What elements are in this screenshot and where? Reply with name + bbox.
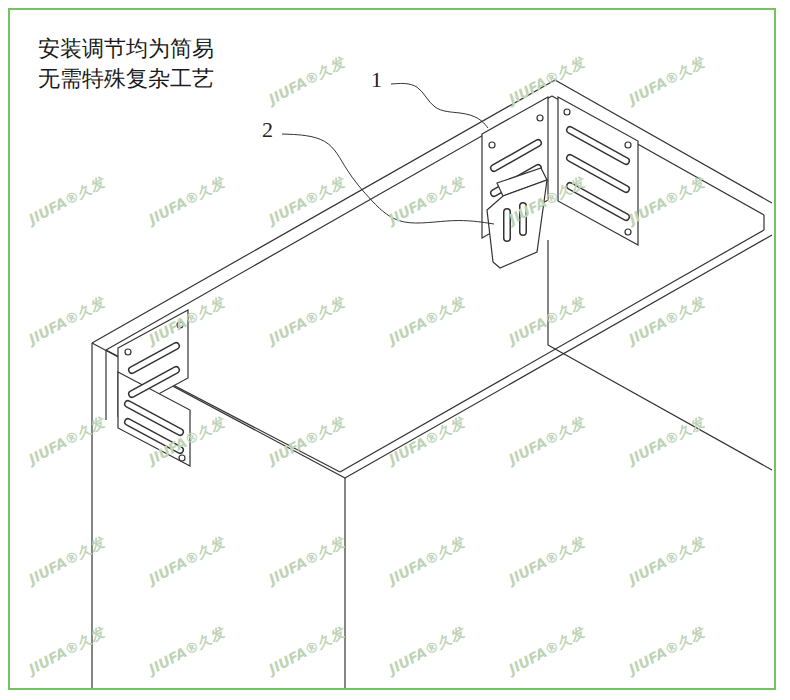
callout-number: 2: [262, 118, 273, 142]
watermark: JIUFA®久发: [146, 534, 226, 587]
note-heading: 安装调节均为简易 无需特殊复杂工艺: [38, 34, 220, 94]
watermark: JIUFA®久发: [506, 624, 586, 677]
watermark: JIUFA®久发: [506, 414, 586, 467]
watermark: JIUFA®久发: [386, 174, 466, 227]
watermark: JIUFA®久发: [626, 54, 706, 107]
corner-bracket: [482, 97, 638, 245]
frame-border: [9, 9, 775, 689]
watermark: JIUFA®久发: [266, 294, 346, 347]
leader-line: [391, 83, 488, 128]
watermark: JIUFA®久发: [266, 54, 346, 107]
watermark: JIUFA®久发: [146, 624, 226, 677]
watermark: JIUFA®久发: [26, 414, 106, 467]
watermark: JIUFA®久发: [266, 414, 346, 467]
cabinet-box: [92, 80, 772, 688]
watermark: JIUFA®久发: [506, 534, 586, 587]
watermark: JIUFA®久发: [26, 624, 106, 677]
watermark: JIUFA®久发: [386, 294, 466, 347]
watermark: JIUFA®久发: [26, 174, 106, 227]
watermark: JIUFA®久发: [626, 414, 706, 467]
watermark: JIUFA®久发: [386, 534, 466, 587]
callout-number: 1: [371, 68, 382, 92]
watermark: JIUFA®久发: [266, 174, 346, 227]
watermark: JIUFA®久发: [506, 294, 586, 347]
watermark: JIUFA®久发: [26, 294, 106, 347]
watermark: JIUFA®久发: [146, 174, 226, 227]
watermark: JIUFA®久发: [266, 534, 346, 587]
watermark: JIUFA®久发: [266, 624, 346, 677]
watermark: JIUFA®久发: [386, 624, 466, 677]
watermark: JIUFA®久发: [26, 534, 106, 587]
watermark: JIUFA®久发: [626, 624, 706, 677]
watermark: JIUFA®久发: [626, 534, 706, 587]
